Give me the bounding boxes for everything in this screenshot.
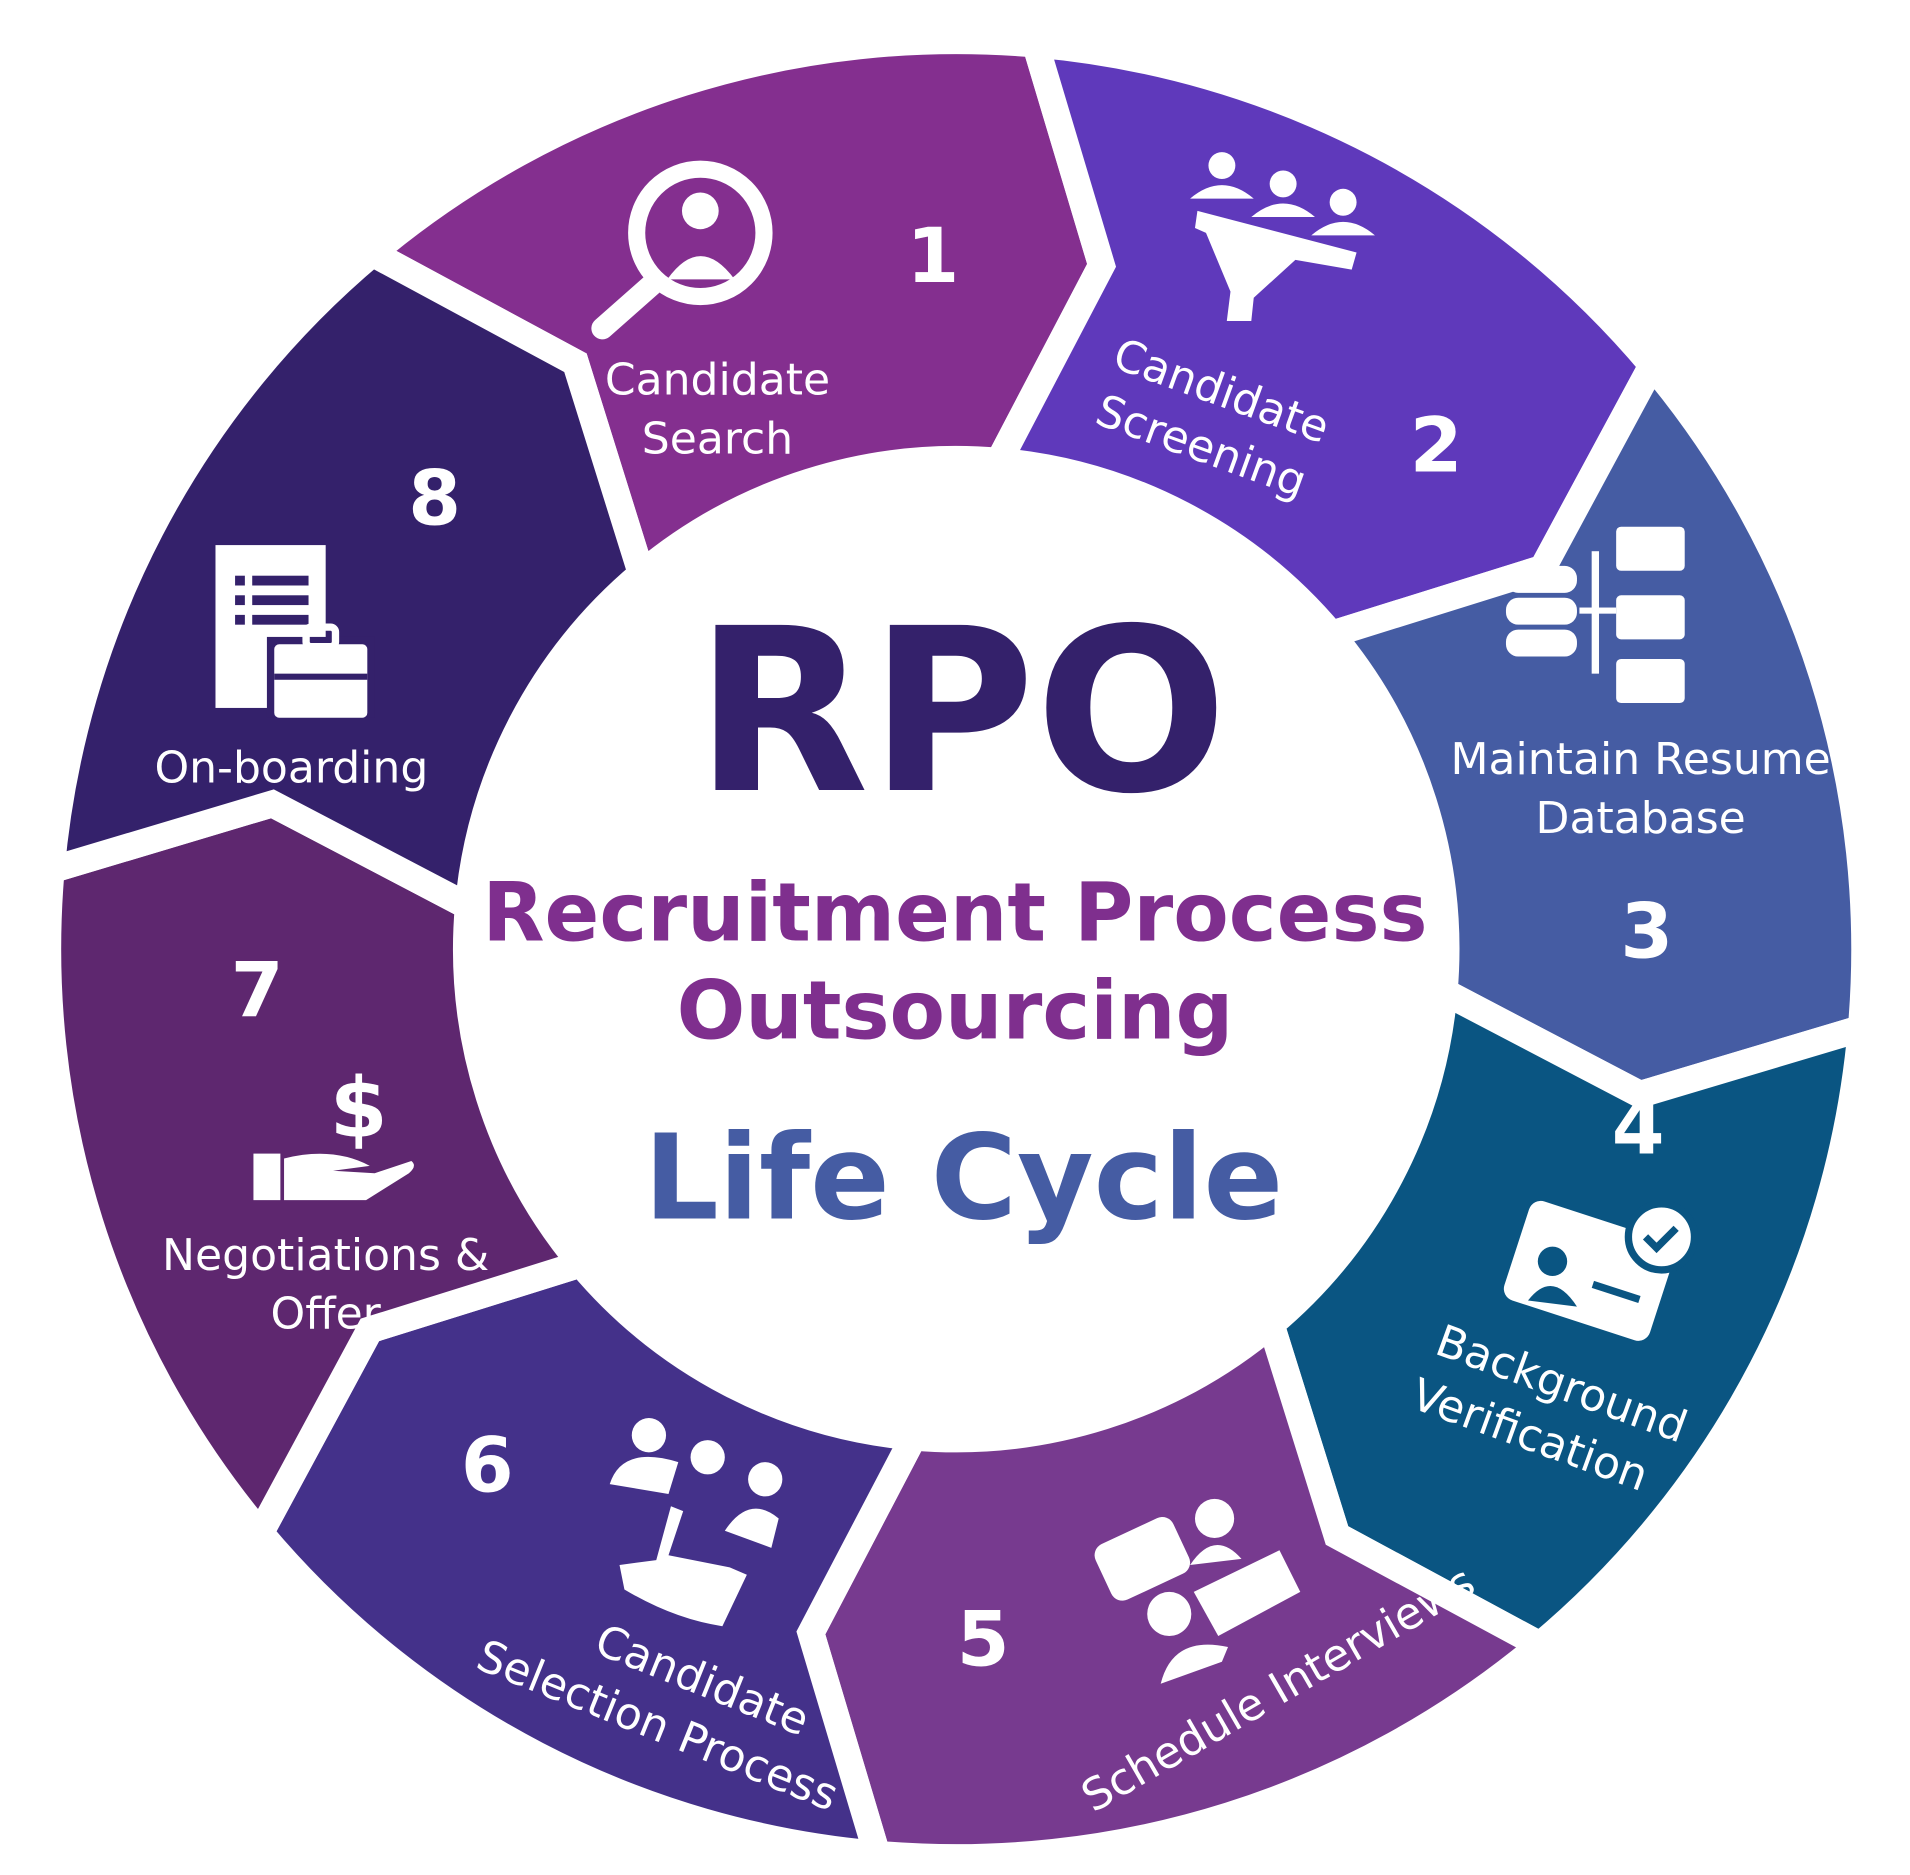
step-label: On-boarding bbox=[154, 743, 428, 794]
center-line3: Life Cycle bbox=[644, 1109, 1283, 1246]
hand-select-people-icon bbox=[609, 1418, 783, 1627]
step-number: 7 bbox=[231, 946, 284, 1034]
center-line1: Recruitment Process bbox=[482, 867, 1427, 961]
step-number: 6 bbox=[461, 1422, 514, 1510]
step-8: 8 On-boarding bbox=[154, 454, 461, 793]
center-circle bbox=[466, 459, 1446, 1439]
svg-text:$: $ bbox=[330, 1059, 388, 1156]
step-7: 7 Negotiations &Offer $ bbox=[162, 946, 489, 1339]
step-number: 2 bbox=[1410, 402, 1463, 490]
step-number: 4 bbox=[1612, 1084, 1665, 1172]
cycle-segments bbox=[34, 27, 1879, 1872]
step-number: 1 bbox=[907, 212, 960, 300]
center-title: RPO Recruitment Process Outsourcing Life… bbox=[482, 581, 1427, 1247]
step-number: 8 bbox=[408, 454, 461, 542]
hand-dollar-icon: $ bbox=[253, 1059, 414, 1201]
step-label: Negotiations &Offer bbox=[162, 1230, 489, 1340]
funnel-people-icon bbox=[1190, 152, 1375, 322]
center-line2: Outsourcing bbox=[677, 965, 1234, 1059]
database-folders-icon bbox=[1505, 526, 1685, 704]
document-briefcase-icon bbox=[215, 545, 375, 718]
id-card-check-icon bbox=[1503, 1200, 1699, 1341]
center-acronym: RPO bbox=[695, 581, 1228, 844]
magnifier-person-icon bbox=[591, 160, 773, 340]
step-number: 3 bbox=[1620, 888, 1673, 976]
interview-chat-icon bbox=[1094, 1498, 1301, 1684]
step-number: 5 bbox=[957, 1595, 1010, 1683]
